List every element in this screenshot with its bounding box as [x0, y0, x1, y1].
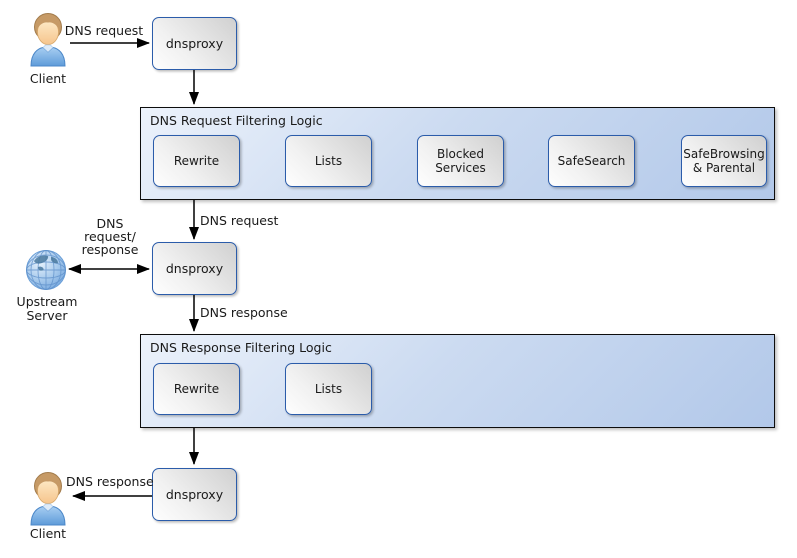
upstream-server-label: Upstream Server — [9, 295, 85, 322]
edge-label-upstream-response: DNS response — [200, 305, 288, 320]
dnsproxy-node-middle: dnsproxy — [152, 242, 237, 295]
filter-step-blocked-services: Blocked Services — [417, 135, 504, 187]
client-bottom-label: Client — [29, 526, 67, 541]
response-filtering-container: DNS Response Filtering Logic — [140, 334, 775, 428]
filter-step-safebrowsing-parental: SafeBrowsing & Parental — [681, 135, 767, 187]
filter-step-rewrite-request: Rewrite — [153, 135, 240, 187]
filter-step-safesearch: SafeSearch — [548, 135, 635, 187]
filter-step-lists-request: Lists — [285, 135, 372, 187]
upstream-label-line2: Server — [26, 307, 68, 323]
edge-label-client-response: DNS response — [66, 474, 154, 489]
dnsproxy-node-bottom: dnsproxy — [152, 468, 237, 521]
person-icon — [30, 472, 66, 526]
filter-step-rewrite-response: Rewrite — [153, 363, 240, 415]
response-container-title: DNS Response Filtering Logic — [150, 340, 332, 355]
filter-step-lists-response: Lists — [285, 363, 372, 415]
edge-label-upstream-exchange: DNS request/ response — [81, 216, 139, 257]
client-top-label: Client — [29, 71, 67, 86]
request-container-title: DNS Request Filtering Logic — [150, 113, 323, 128]
edge-label-filtered-request: DNS request — [200, 213, 279, 228]
edge-label-client-request: DNS request — [64, 23, 144, 38]
globe-icon — [26, 250, 66, 290]
dnsproxy-node-top: dnsproxy — [152, 17, 237, 70]
upstream-label-line1: Upstream — [16, 294, 78, 309]
person-icon — [30, 13, 66, 67]
